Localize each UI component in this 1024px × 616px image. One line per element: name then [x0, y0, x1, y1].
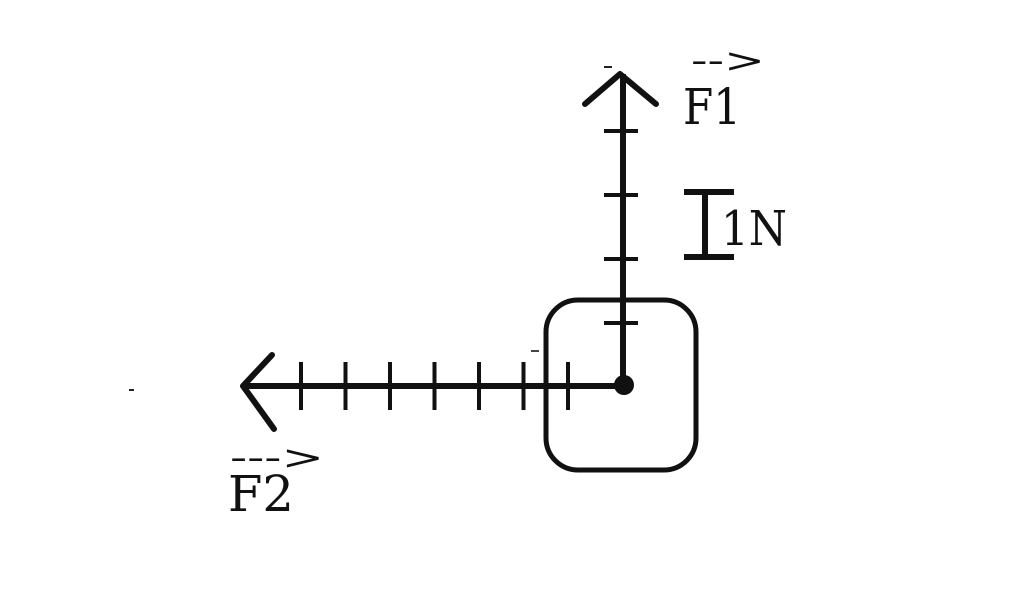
application-point [614, 375, 634, 395]
force-vector-f2 [240, 352, 623, 432]
force-vector-f1 [582, 71, 659, 385]
f2-vector-mark: ---> [230, 438, 324, 478]
f1-unit-ticks [604, 129, 638, 325]
f1-vector-mark: --> [691, 41, 765, 81]
f1-name: F1 [683, 78, 741, 136]
f1-arrowhead [582, 71, 659, 107]
speck-mark [531, 350, 539, 352]
f2-name: F2 [228, 465, 294, 523]
f2-unit-ticks [299, 362, 570, 410]
f1-label: --> F1 [683, 41, 765, 136]
speck-mark [604, 66, 612, 68]
f2-label: ---> F2 [228, 438, 324, 523]
f2-arrowhead [240, 352, 277, 432]
speck-mark [129, 389, 134, 391]
scale-label: 1N [721, 201, 787, 257]
scale-legend: 1N [684, 189, 787, 260]
